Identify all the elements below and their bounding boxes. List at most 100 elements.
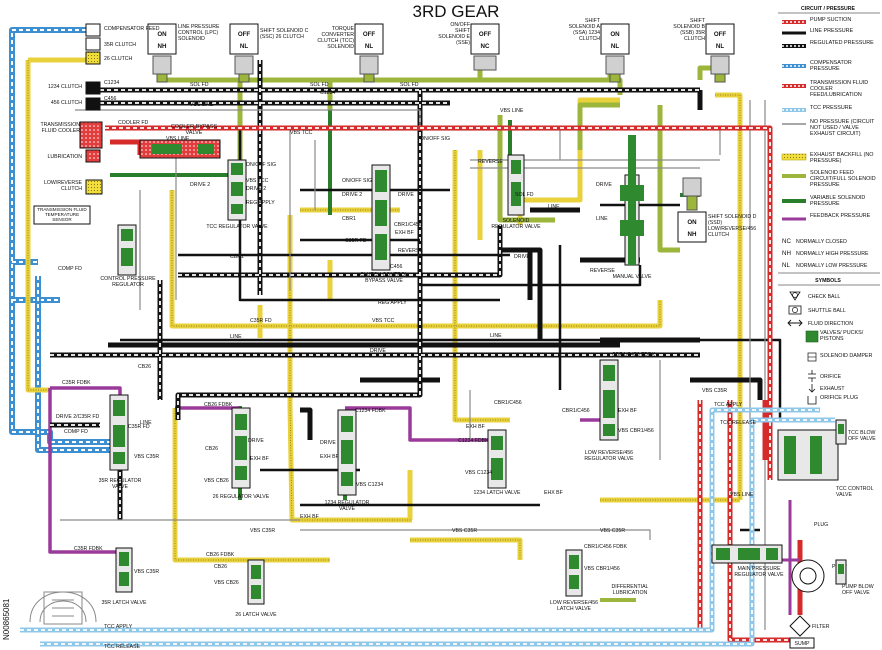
line-label: EXH BF: [395, 230, 414, 236]
line-label: EXH BF: [300, 514, 319, 520]
line-label: VBS CBR1/456: [584, 566, 620, 572]
line-label: EHX BF: [544, 490, 563, 496]
line-label: VBS TCC: [290, 130, 313, 136]
symbol-solenoid-damper: SOLENOID DAMPER: [807, 352, 873, 362]
legend-item-tcc: TCC PRESSURE: [782, 105, 852, 112]
control-pressure-regulator: CONTROL PRESSURE REGULATOR: [100, 224, 156, 288]
line-label: CB26: [214, 564, 227, 570]
solenoid-tcc: TORQUE CONVERTER CLUTCH (TCC) SOLENOID O…: [317, 23, 384, 83]
1234-regulator-valve: 1234 REGULATOR VALVE: [325, 409, 369, 512]
line-label: REVERSE: [478, 159, 503, 165]
valve-label: PUMP BLOW OFF VALVE: [842, 584, 874, 596]
low-reverse-clutch-label: LOW/REVERSE CLUTCH: [43, 180, 82, 192]
legend-item-feedback: FEEDBACK PRESSURE: [782, 213, 870, 221]
line-label: VBS C35R: [452, 528, 477, 534]
line-label: C35R FD: [345, 238, 367, 244]
orifice-icon: [808, 370, 816, 382]
legend-label: SOLENOID FEED CIRCUIT/FULL SOLENOID PRES…: [810, 170, 876, 188]
symbol-fluid-direction: FLUID DIRECTION: [787, 319, 853, 327]
symbol-label: ORIFICE: [820, 374, 842, 380]
main-pressure-regulator-valve: MAIN PRESSURE REGULATOR VALVE: [711, 544, 784, 578]
line-label: CB26 FDBK: [204, 402, 233, 408]
26-latch-valve: 26 LATCH VALVE: [235, 559, 277, 618]
solenoid-ssd: ON NH SHIFT SOLENOID D (SSD) LOW/REVERSE…: [677, 177, 757, 243]
35r-latch-valve: 35R LATCH VALVE: [102, 547, 147, 606]
line-label: DRIVE: [320, 440, 336, 446]
line-label: C1234 FDBK: [458, 438, 489, 444]
tcc-blow-off-valve: TCC BLOW OFF VALVE: [835, 419, 876, 445]
solenoid-label: SHIFT SOLENOID D (SSD) LOW/REVERSE/456 C…: [708, 214, 757, 238]
valve-label: 26 LATCH VALVE: [235, 612, 277, 618]
solenoid-state: OFF: [238, 31, 251, 38]
solenoid-ssb: SHIFT SOLENOID B (SSB) 35R CLUTCH OFF NL: [673, 18, 735, 83]
line-label: CBR1/C456: [562, 408, 590, 414]
solenoid-state: OFF: [363, 31, 376, 38]
line-label: CB26: [138, 364, 151, 370]
solenoid-state: OFF: [714, 31, 727, 38]
line-label: LINE: [140, 420, 152, 426]
solenoid-type: NL: [716, 43, 724, 50]
solenoid-type: NH: [688, 231, 697, 238]
line-label: VBS CBR1/456: [618, 428, 654, 434]
line-label: C456: [390, 264, 403, 270]
line-label: VBS C35R: [250, 528, 275, 534]
line-label: VBS TCC: [246, 178, 269, 184]
clutch-control-bypass-valve: CLUTCH CONTROL BYPASS VALVE: [360, 164, 408, 284]
legend-title: CIRCUIT / PRESSURE: [801, 6, 855, 12]
document-code: N00865081: [2, 598, 11, 640]
valve-label: COOLER BYPASS VALVE: [170, 124, 218, 137]
abbrev-code: NL: [782, 262, 790, 269]
solenoid-label: SHIFT SOLENOID B (SSB) 35R CLUTCH: [673, 18, 705, 42]
line-label: REVERSE: [590, 268, 615, 274]
legend-item-pump-suction: PUMP SUCTION: [782, 17, 851, 24]
line-label: SOL FD: [515, 192, 534, 198]
line-label: VBS C35R: [702, 388, 727, 394]
symbol-valves: VALVES/ PUCKS/ PISTONS: [805, 330, 863, 343]
solenoid-sse: ON/OFF SHIFT SOLENOID E (SSE) OFF NC: [438, 22, 500, 71]
legend-abbreviations: NC NORMALLY CLOSED NH NORMALLY HIGH PRES…: [782, 238, 869, 269]
pump-housing-sketch: [29, 591, 97, 625]
valve-swatch-icon: [805, 330, 819, 343]
line-label: CBR1/C456 FDBK: [584, 544, 627, 550]
legend-label: REGULATED PRESSURE: [810, 40, 874, 46]
symbol-orifice-plug: ORIFICE PLUG: [807, 395, 859, 405]
line-label: REVERSE: [398, 248, 423, 254]
differential-lubrication-label: DIFFERENTIAL LUBRICATION: [611, 584, 649, 596]
line-label: DRIVE 2: [190, 182, 210, 188]
legend-item-no-pressure: NO PRESSURE (CIRCUIT NOT USED / VALVE EX…: [782, 119, 875, 137]
line-label: EXH BF: [250, 456, 269, 462]
symbol-label: CHECK BALL: [808, 294, 840, 300]
symbol-label: EXHAUST: [820, 386, 845, 392]
page-title: 3RD GEAR: [413, 2, 500, 21]
line-label: DRIVE: [398, 192, 414, 198]
line-label: EXH BF: [618, 408, 637, 414]
line-label: CBR1/C456: [494, 400, 522, 406]
line-label: C35R FD: [128, 424, 150, 430]
line-label: DRIVE 2: [342, 192, 362, 198]
valve-label: MAIN PRESSURE REGULATOR VALVE: [734, 566, 784, 578]
valve-label: LOW REVERSE/456 LATCH VALVE: [549, 600, 599, 612]
symbol-label: ORIFICE PLUG: [820, 395, 859, 401]
abbrev-code: NC: [782, 238, 791, 245]
line-label: COOLER FD: [118, 120, 149, 126]
line-label: REG APPLY: [378, 300, 407, 306]
solenoid-ssa: SHIFT SOLENOID A (SSA) 1234 CLUTCH ON NL: [569, 18, 630, 83]
symbol-label: SOLENOID DAMPER: [820, 353, 873, 359]
line-label: EXH BF: [320, 454, 339, 460]
1234-clutch-label: 1234 CLUTCH: [48, 84, 82, 90]
line-label: ON/OFF SIG: [246, 162, 276, 168]
low-reverse-456-regulator-valve: LOW REVERSE/456 REGULATOR VALVE: [584, 359, 634, 462]
legend-item-compensator: COMPENSATOR PRESSURE: [782, 60, 852, 72]
line-label: CBR1/C456 FDBK: [612, 352, 655, 358]
line-label: VBS LINE: [500, 108, 524, 114]
compensator-feed-label: COMPENSATOR FEED: [104, 26, 160, 32]
legend-label: NO PRESSURE (CIRCUIT NOT USED / VALVE EX…: [810, 119, 875, 137]
tcc-regulator-valve: TCC REGULATOR VALVE: [206, 159, 268, 230]
legend-item-solenoid-feed: SOLENOID FEED CIRCUIT/FULL SOLENOID PRES…: [782, 170, 876, 188]
valve-label: CLUTCH CONTROL BYPASS VALVE: [360, 272, 408, 284]
legend-item-cooler: TRANSMISSION FLUID COOLER FEED/LUBRICATI…: [782, 80, 868, 98]
passage-labels: SOL FD SOL FD SOL FD SOL FD C1234 C1234 …: [56, 80, 828, 650]
solenoid-type: NL: [240, 43, 248, 50]
exhaust-icon: [808, 384, 816, 393]
solenoid-damper-icon: [807, 352, 817, 362]
